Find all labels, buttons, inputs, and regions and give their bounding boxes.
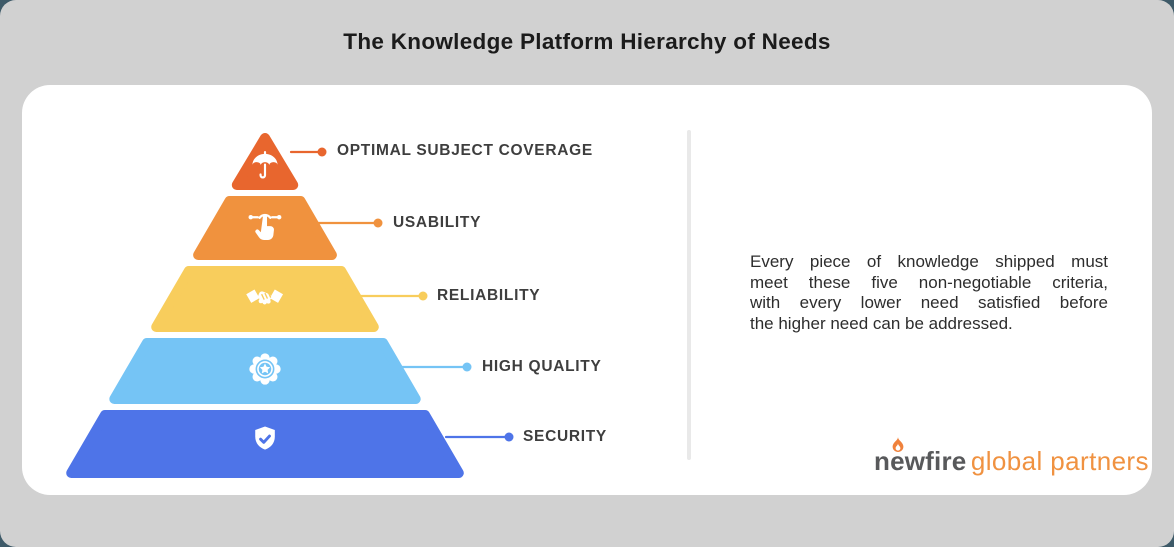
leader-usability <box>311 218 383 228</box>
level-label-optimal-subject-coverage: OPTIMAL SUBJECT COVERAGE <box>337 142 593 159</box>
quality-badge-icon <box>249 353 281 385</box>
description-line: meet these five non-negotiable criteria, <box>750 272 1108 292</box>
pyramid-level-optimal-subject-coverage <box>231 133 299 190</box>
description-line: with every lower need satisfied before <box>750 293 1108 313</box>
tap-gesture-icon <box>248 213 282 240</box>
description-line: Every piece of knowledge shipped must <box>750 252 1108 271</box>
logo-suffix-text: global partners <box>970 446 1149 476</box>
umbrella-icon <box>252 151 278 179</box>
flame-icon <box>892 437 904 452</box>
description: Every piece of knowledge shipped must me… <box>750 252 1108 334</box>
leader-optimal-subject-coverage <box>289 147 327 157</box>
leader-security <box>444 432 514 442</box>
shield-check-icon <box>255 426 275 450</box>
vertical-divider <box>687 130 691 460</box>
level-label-high-quality: HIGH QUALITY <box>482 358 602 375</box>
level-label-usability: USABILITY <box>393 214 482 231</box>
level-label-reliability: RELIABILITY <box>437 287 541 304</box>
pyramid-level-reliability <box>151 266 379 332</box>
leader-high-quality <box>400 362 472 372</box>
page-title: The Knowledge Platform Hierarchy of Need… <box>343 29 831 54</box>
pyramid-level-high-quality <box>109 338 421 404</box>
pyramid-level-usability <box>193 196 337 260</box>
newfire-logo: newfire global partners <box>874 446 1149 477</box>
leader-reliability <box>358 291 428 301</box>
level-label-security: SECURITY <box>523 428 607 445</box>
pyramid-graphic <box>66 133 514 478</box>
handshake-icon <box>246 289 284 305</box>
pyramid-level-security <box>66 410 464 478</box>
logo-brand-text: newfire <box>874 446 967 476</box>
description-line: the higher need can be addressed. <box>750 313 1013 333</box>
